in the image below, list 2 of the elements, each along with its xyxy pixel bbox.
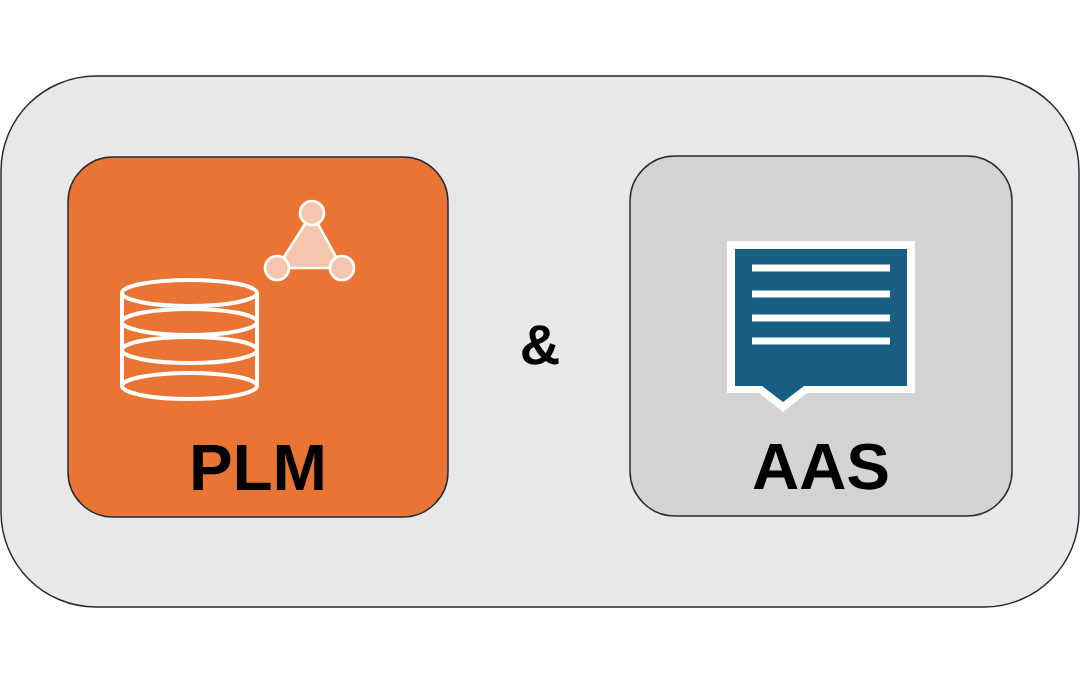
ampersand: & xyxy=(522,325,559,365)
rounded-box: PLM xyxy=(67,156,449,518)
